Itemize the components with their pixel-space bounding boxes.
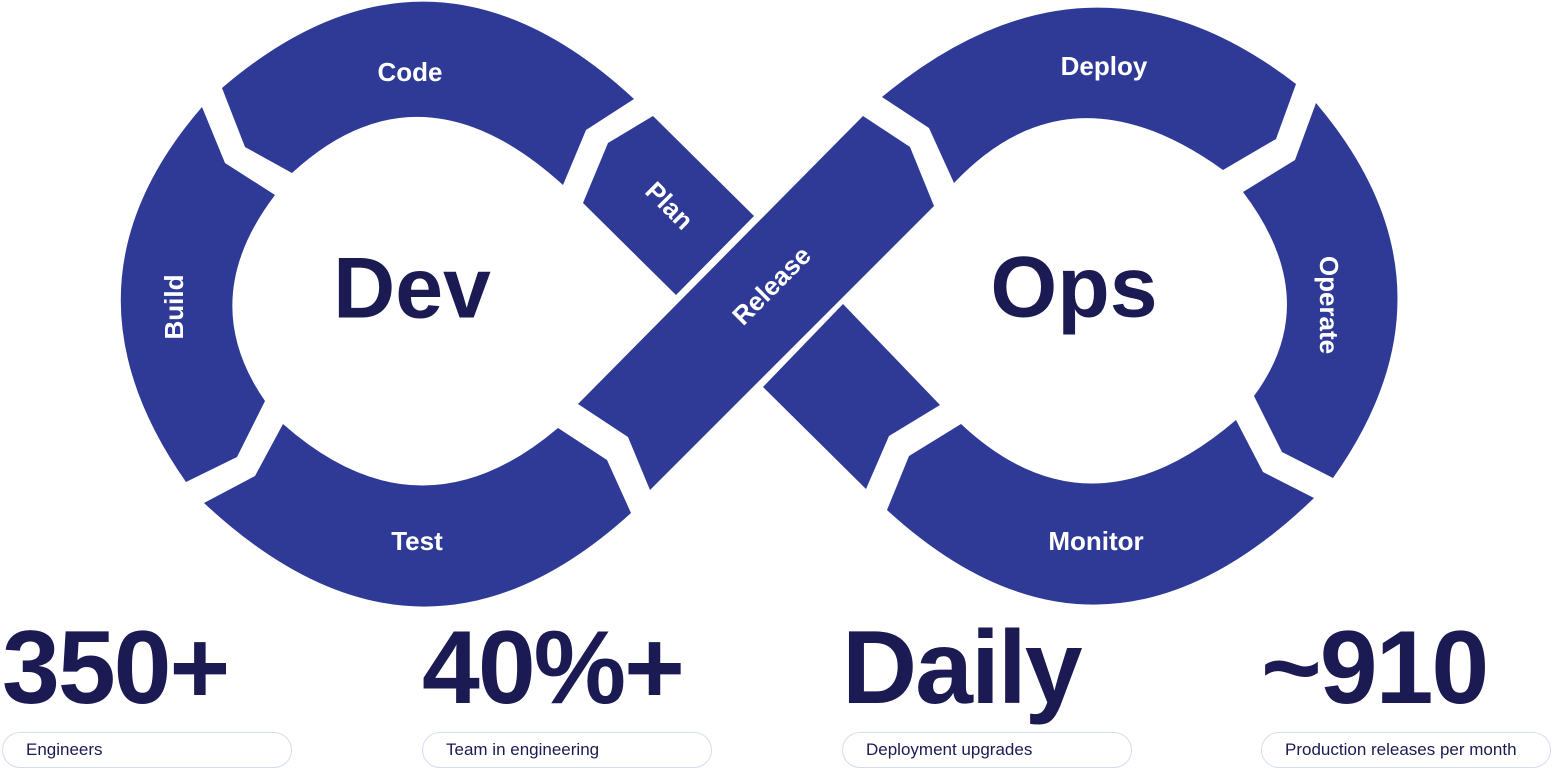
- segment-label-monitor: Monitor: [1048, 526, 1143, 556]
- segment-label-code: Code: [378, 57, 443, 87]
- segment-plan: [583, 116, 754, 295]
- segment-label-deploy: Deploy: [1061, 51, 1148, 81]
- segment-label-test: Test: [391, 526, 443, 556]
- dev-label: Dev: [333, 241, 491, 337]
- stat-value: 40%+: [422, 610, 685, 726]
- stat-label-pill: Team in engineering: [422, 732, 712, 768]
- devops-infinity-diagram: Code Plan Build Test Release Deploy Oper…: [120, 1, 1398, 607]
- segment-deploy: [882, 7, 1296, 183]
- ops-label: Ops: [990, 240, 1157, 336]
- segment-label-operate: Operate: [1314, 256, 1344, 354]
- stat-value: 350+: [2, 610, 230, 726]
- stat-label-pill: Deployment upgrades: [842, 732, 1132, 768]
- segment-test: [204, 424, 631, 607]
- stat-value: ~910: [1261, 610, 1489, 726]
- stat-engineers: 350+ Engineers: [2, 610, 292, 768]
- segment-code: [222, 1, 634, 185]
- segment-lower-crossing: [763, 304, 940, 489]
- segment-operate: [1243, 103, 1398, 478]
- segment-monitor: [887, 420, 1314, 605]
- stat-production-releases: ~910 Production releases per month: [1261, 610, 1551, 768]
- stat-team-in-engineering: 40%+ Team in engineering: [422, 610, 712, 768]
- stat-label-pill: Production releases per month: [1261, 732, 1551, 768]
- stat-label-pill: Engineers: [2, 732, 292, 768]
- segment-build: [120, 107, 275, 482]
- segment-label-build: Build: [159, 275, 189, 340]
- segment-release: [578, 116, 934, 490]
- stat-value: Daily: [842, 610, 1083, 726]
- stat-deployment-upgrades: Daily Deployment upgrades: [842, 610, 1132, 768]
